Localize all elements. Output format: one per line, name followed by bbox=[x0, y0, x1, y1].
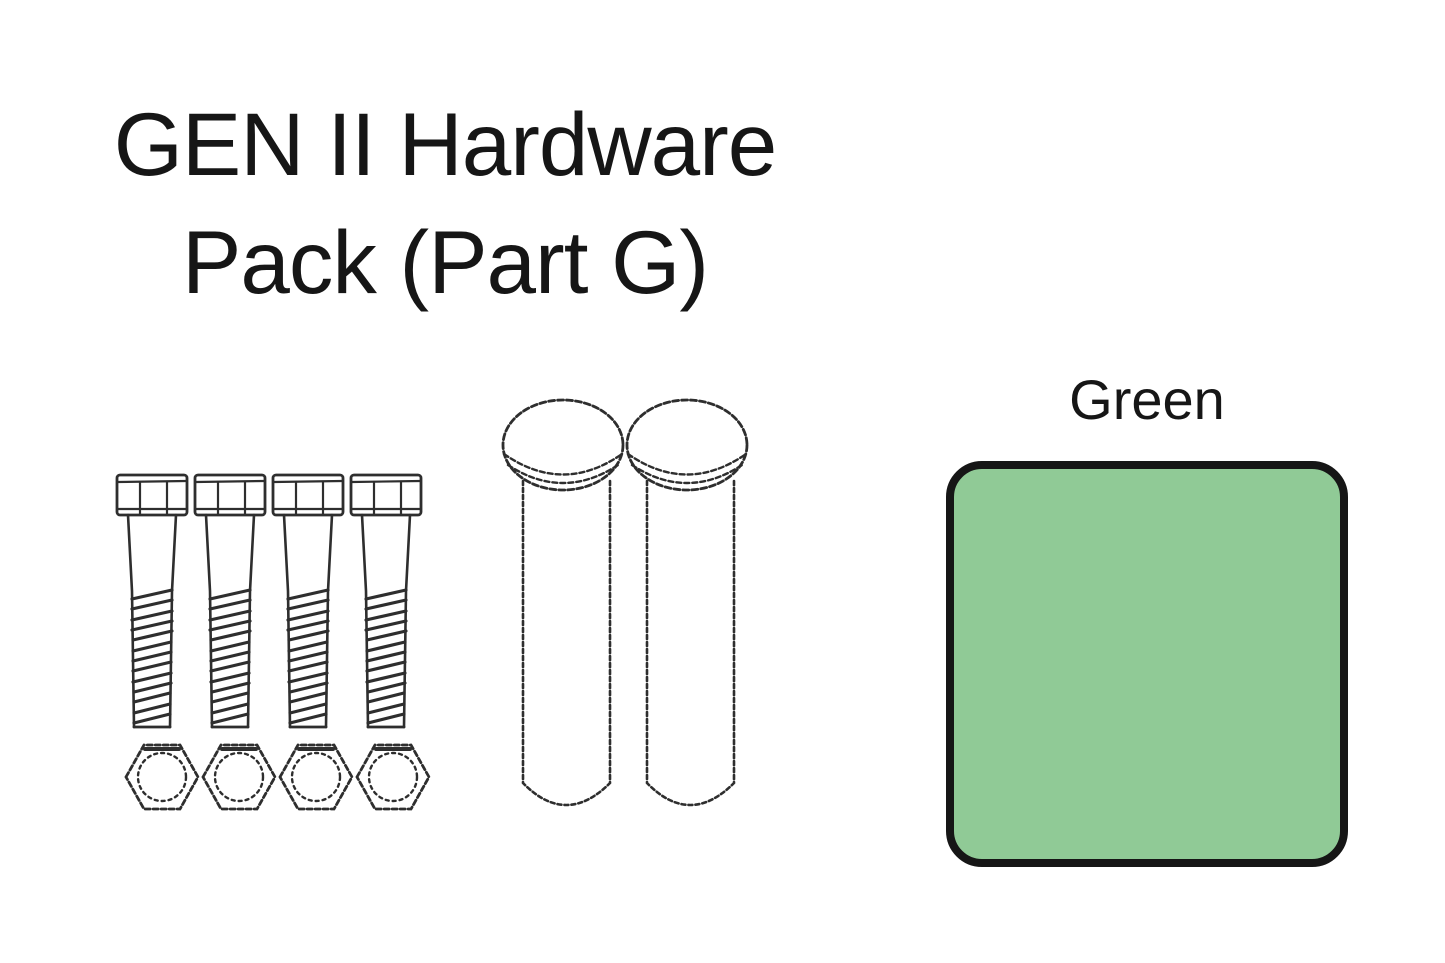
swatch-label: Green bbox=[1069, 368, 1225, 431]
hex-bolts-and-nuts-illustration bbox=[115, 473, 431, 811]
hex-bolt-icon bbox=[349, 473, 423, 729]
page-title: GEN II Hardware Pack (Part G) bbox=[55, 85, 835, 321]
dome-head-pins-illustration bbox=[501, 398, 749, 807]
dome-head-pin-icon bbox=[625, 398, 749, 807]
hex-bolt-icon bbox=[115, 473, 189, 729]
hex-nut-icon bbox=[124, 743, 200, 811]
hex-nut-icon bbox=[355, 743, 431, 811]
hex-nut-icon bbox=[278, 743, 354, 811]
green-color-swatch bbox=[946, 461, 1348, 867]
page-title-line-1: GEN II Hardware bbox=[113, 94, 778, 194]
hex-bolt-icon bbox=[271, 473, 345, 729]
hex-bolt-icon bbox=[193, 473, 267, 729]
dome-head-pin-icon bbox=[501, 398, 625, 807]
page-title-line-2: Pack (Part G) bbox=[181, 212, 709, 312]
hex-nut-icon bbox=[201, 743, 277, 811]
